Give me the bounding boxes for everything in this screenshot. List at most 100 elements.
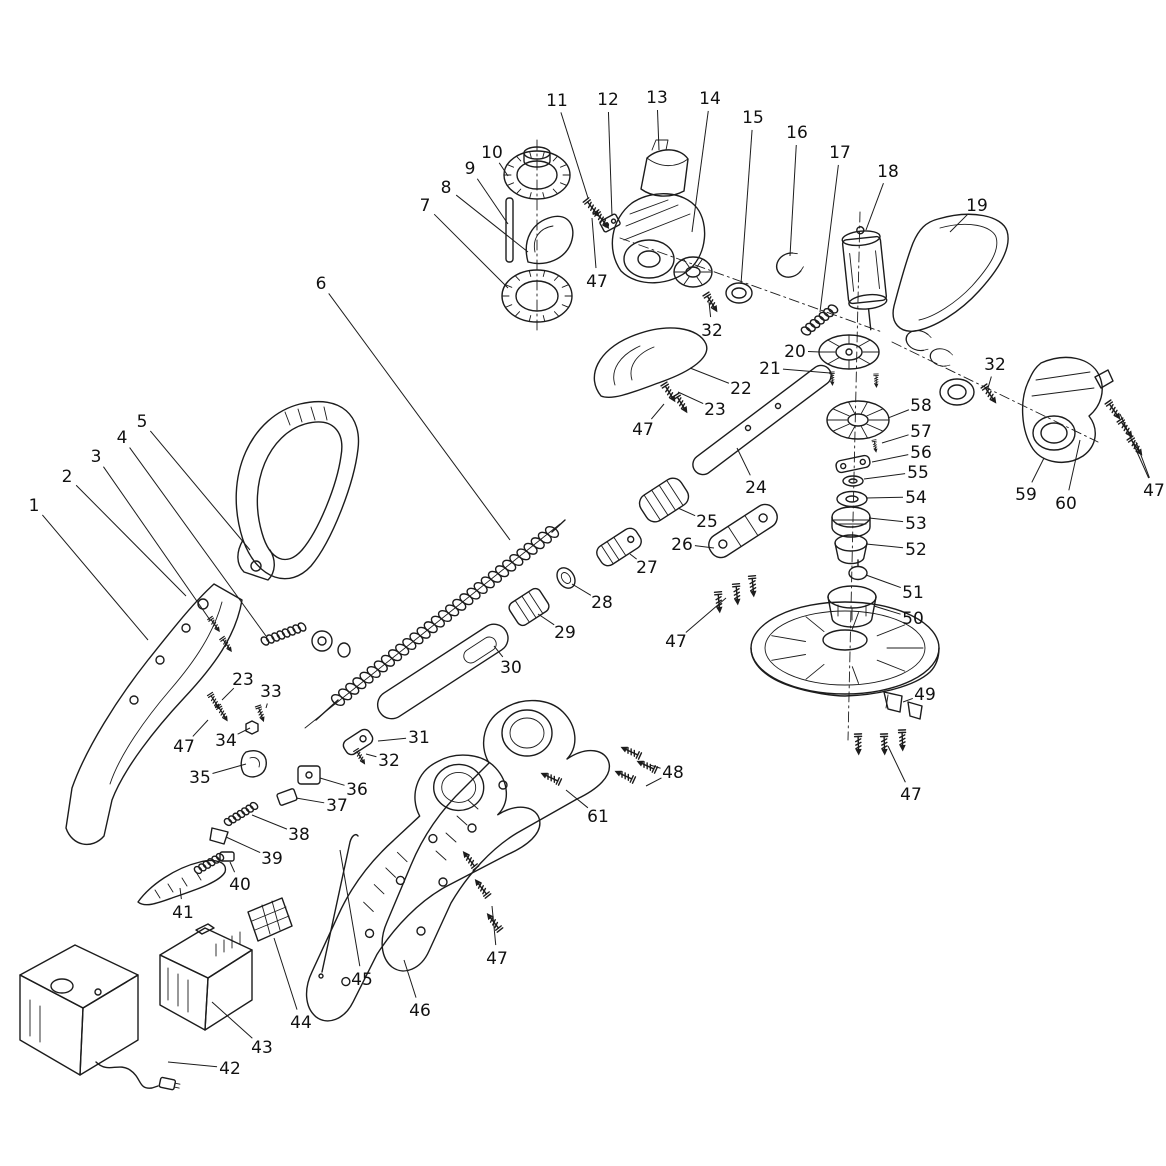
lower-wheel-teeth — [501, 270, 573, 322]
cup-52 — [834, 534, 868, 565]
sleeve-25 — [638, 477, 690, 523]
ring-28 — [556, 567, 576, 589]
part-label-2: 2 — [62, 467, 73, 487]
cover-13 — [640, 139, 689, 197]
leader-line-59 — [1031, 457, 1045, 483]
leader-line-34 — [237, 727, 251, 735]
part-label-3: 3 — [91, 447, 102, 467]
leader-line-11 — [560, 112, 589, 199]
leader-line-32 — [365, 753, 377, 758]
leader-line-12 — [607, 111, 613, 217]
upper-wheel-teeth — [503, 151, 571, 199]
part-label-41: 41 — [172, 903, 194, 923]
drive-cable-coil — [330, 525, 560, 707]
motor-18 — [841, 226, 888, 331]
leader-line-47 — [591, 217, 597, 269]
leader-line-9 — [476, 178, 509, 225]
leader-line-61 — [565, 789, 589, 809]
part-label-17: 17 — [829, 143, 851, 163]
part-label-54: 54 — [905, 488, 927, 508]
leader-line-3 — [103, 466, 211, 621]
spool-53 — [831, 506, 871, 538]
part-label-47: 47 — [1143, 481, 1165, 501]
part-label-32: 32 — [701, 321, 723, 341]
part-label-23: 23 — [704, 400, 726, 420]
part-label-44: 44 — [290, 1013, 312, 1033]
part-label-45: 45 — [351, 970, 373, 990]
part-label-10: 10 — [481, 143, 503, 163]
part-label-36: 36 — [346, 780, 368, 800]
leader-line-7 — [433, 213, 509, 289]
lower-shaft-tube-30 — [376, 623, 509, 720]
c-clip-b — [927, 345, 955, 369]
leader-line-26 — [694, 545, 715, 549]
part-label-43: 43 — [251, 1038, 273, 1058]
leader-line-41 — [179, 887, 182, 900]
hook-35 — [240, 750, 267, 778]
nut-34 — [245, 720, 259, 735]
coupler-29 — [508, 587, 550, 627]
part-label-1: 1 — [29, 496, 40, 516]
leader-line-29 — [537, 613, 555, 626]
leader-line-5 — [149, 430, 251, 551]
handle-attach-parts — [311, 630, 351, 658]
part-label-37: 37 — [326, 796, 348, 816]
leader-line-24 — [736, 447, 751, 476]
part-label-19: 19 — [966, 196, 988, 216]
leader-line-33 — [265, 703, 268, 709]
leader-line-42 — [167, 1061, 218, 1068]
guard-ribs — [771, 612, 924, 684]
plate-56 — [835, 454, 871, 474]
part-label-11: 11 — [546, 91, 568, 111]
leader-line-21 — [782, 368, 831, 374]
leader-line-1 — [42, 514, 149, 641]
spool-housing-50 — [827, 585, 877, 628]
part-label-14: 14 — [699, 89, 721, 109]
part-label-58: 58 — [910, 396, 932, 416]
part-label-47: 47 — [900, 785, 922, 805]
leader-line-43 — [211, 1001, 253, 1039]
part-label-47: 47 — [632, 420, 654, 440]
leader-line-15 — [740, 129, 753, 285]
leader-line-8 — [455, 194, 529, 253]
clamp-60 — [1094, 369, 1114, 389]
part-label-51: 51 — [902, 583, 924, 603]
part-label-57: 57 — [910, 422, 932, 442]
bracket-8 — [525, 215, 574, 265]
leader-line-56 — [871, 454, 909, 463]
leader-line-23 — [677, 391, 704, 405]
leader-line-31 — [377, 737, 407, 742]
part-label-47: 47 — [173, 737, 195, 757]
leader-line-13 — [656, 109, 660, 151]
link-rod-45 — [318, 833, 359, 979]
leader-line-44 — [273, 937, 298, 1010]
part-label-24: 24 — [745, 478, 767, 498]
part-label-9: 9 — [465, 159, 476, 179]
bump-knob-51 — [848, 559, 868, 581]
part-label-21: 21 — [759, 359, 781, 379]
spring-17 — [800, 304, 839, 336]
leader-line-51 — [865, 574, 901, 589]
leader-line-39 — [225, 836, 261, 854]
leader-line-48 — [645, 777, 662, 787]
leader-line-47 — [1135, 441, 1150, 479]
vent-plate-44 — [247, 897, 293, 942]
part-label-59: 59 — [1015, 485, 1037, 505]
spoke-wheel — [673, 258, 713, 286]
trimmer-artwork — [19, 139, 1146, 1091]
leader-line-30 — [493, 645, 504, 658]
leader-line-47 — [1119, 413, 1150, 479]
part-label-30: 30 — [500, 658, 522, 678]
pin-9 — [505, 197, 514, 263]
part-label-28: 28 — [591, 593, 613, 613]
part-label-32: 32 — [378, 751, 400, 771]
leader-line-48 — [649, 764, 661, 769]
motor-housing-14 — [611, 193, 713, 288]
part-label-4: 4 — [117, 428, 128, 448]
front-loop-handle — [235, 400, 360, 581]
part-label-13: 13 — [646, 88, 668, 108]
leader-line-50 — [873, 605, 901, 615]
plate-12 — [599, 213, 621, 233]
gear-head-59 — [939, 356, 1114, 464]
